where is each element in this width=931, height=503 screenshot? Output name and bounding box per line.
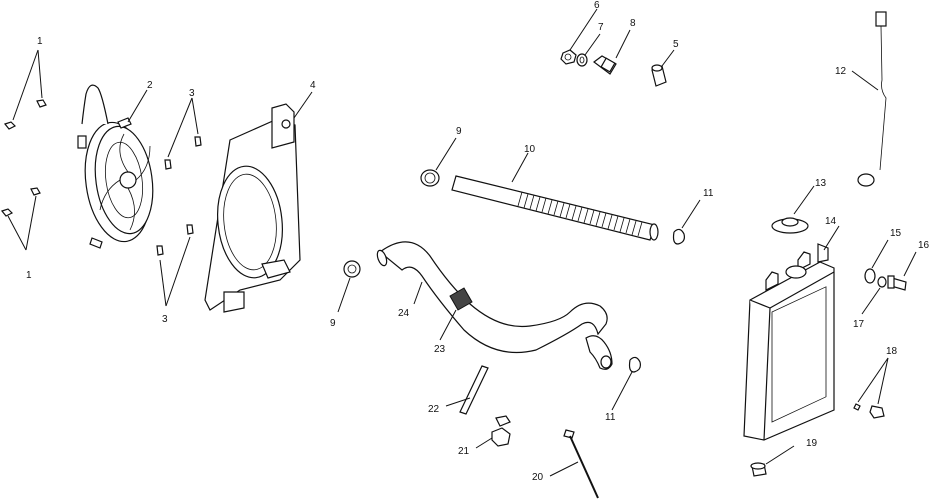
callout-5: 5: [673, 39, 679, 50]
part-4-fan-shroud: [204, 91, 313, 313]
callout-8: 8: [630, 18, 636, 29]
callout-11a: 11: [703, 188, 714, 199]
part-11-clamp-upper: [672, 199, 701, 245]
callout-23: 23: [434, 344, 446, 355]
part-2-fan-assembly: [77, 84, 154, 249]
callout-6: 6: [594, 0, 600, 11]
callout-16: 16: [918, 240, 930, 251]
callout-1b: 1: [26, 270, 32, 281]
part-1-clips: [0, 49, 47, 251]
callout-18: 18: [886, 346, 898, 357]
part-24-lower-hose: [376, 241, 613, 370]
callout-7: 7: [598, 22, 604, 33]
part-8-bleed-fitting: [593, 29, 631, 75]
callout-14: 14: [825, 216, 837, 227]
part-11-clamp-lower: [611, 356, 641, 411]
callout-3a: 3: [189, 88, 195, 99]
part-15-washer: [864, 239, 889, 284]
callout-15: 15: [890, 228, 902, 239]
part-17-spacer: [861, 276, 887, 315]
part-23-hose-sleeve: [439, 287, 473, 341]
part-7-washer: [576, 33, 601, 67]
part-9-clamp-lower: [337, 260, 361, 313]
callout-21: 21: [458, 446, 470, 457]
callout-labels: 1 1 2 3 3 4 5 6 7 8 9 9 10 11 11 12 13 1…: [26, 0, 930, 483]
callout-20: 20: [532, 472, 544, 483]
part-3-fasteners: [156, 97, 202, 307]
part-22-tie-strap: [445, 365, 489, 415]
callout-11b: 11: [605, 412, 616, 423]
callout-13: 13: [815, 178, 827, 189]
part-12-sensor-lead: [851, 11, 887, 187]
callout-12: 12: [835, 66, 847, 77]
part-10-upper-hose: [451, 152, 659, 241]
part-20-long-bolt: [549, 429, 599, 499]
part-18-mount-hardware: [853, 357, 889, 419]
callout-2: 2: [147, 80, 153, 91]
callout-22: 22: [428, 404, 440, 415]
callout-9b: 9: [330, 318, 336, 329]
callout-9a: 9: [456, 126, 462, 137]
callout-24: 24: [398, 308, 410, 319]
callout-17: 17: [853, 319, 865, 330]
callout-4: 4: [310, 80, 316, 91]
part-13-radiator-cap: [771, 185, 815, 234]
part-9-clamp-upper: [420, 137, 457, 187]
part-19-drain-plug: [750, 445, 795, 477]
callout-19: 19: [806, 438, 818, 449]
callout-1a: 1: [37, 36, 43, 47]
callout-10: 10: [524, 144, 536, 155]
part-21-grommet: [475, 415, 511, 449]
callout-3b: 3: [162, 314, 168, 325]
part-5-sleeve: [651, 49, 675, 87]
part-14-radiator: [743, 225, 840, 441]
part-16-bolt: [887, 251, 917, 291]
part-6-nut: [560, 8, 598, 65]
